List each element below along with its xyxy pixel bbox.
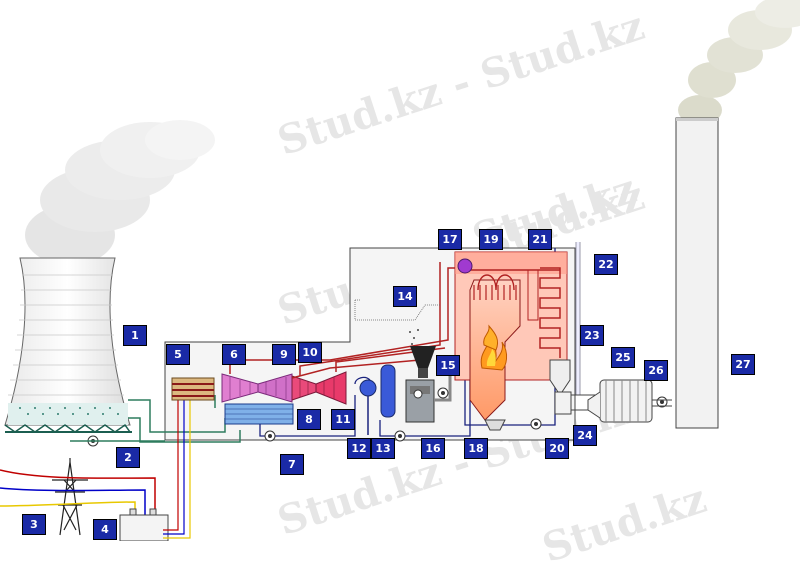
label-26: 26 [644,360,668,381]
boiler [454,251,568,421]
label-11: 11 [331,409,355,430]
chimney [675,117,719,429]
label-5: 5 [166,344,190,365]
label-4: 4 [93,519,117,540]
label-20: 20 [545,438,569,459]
cooling-tower [4,257,132,433]
label-15: 15 [436,355,460,376]
coal-hopper [410,346,436,368]
label-24: 24 [573,425,597,446]
label-2: 2 [116,447,140,468]
electrostatic-precipitator [587,379,653,423]
ash-hopper [484,419,506,431]
high-pressure-turbine [291,371,347,405]
label-12: 12 [347,438,371,459]
transformer [119,514,169,541]
transmission-tower [52,458,88,536]
label-8: 8 [297,409,321,430]
label-19: 19 [479,229,503,250]
label-13: 13 [371,438,395,459]
label-23: 23 [580,325,604,346]
label-27: 27 [731,354,755,375]
deaerator [359,379,377,397]
diagram-svg [0,0,800,541]
label-22: 22 [594,254,618,275]
label-16: 16 [421,438,445,459]
label-25: 25 [611,347,635,368]
label-21: 21 [528,229,552,250]
label-3: 3 [22,514,46,535]
label-17: 17 [438,229,462,250]
low-pressure-turbine [221,373,293,403]
label-10: 10 [298,342,322,363]
generator [171,377,215,401]
air-preheater [549,359,571,396]
label-6: 6 [222,344,246,365]
feedwater-heater [380,364,396,418]
chimney-smoke [678,0,800,125]
label-9: 9 [272,344,296,365]
label-18: 18 [464,438,488,459]
label-1: 1 [123,325,147,346]
cooling-tower-steam [25,120,215,265]
label-14: 14 [393,286,417,307]
label-7: 7 [280,454,304,475]
steam-drum [457,258,473,274]
coal-conveyor [354,299,440,321]
